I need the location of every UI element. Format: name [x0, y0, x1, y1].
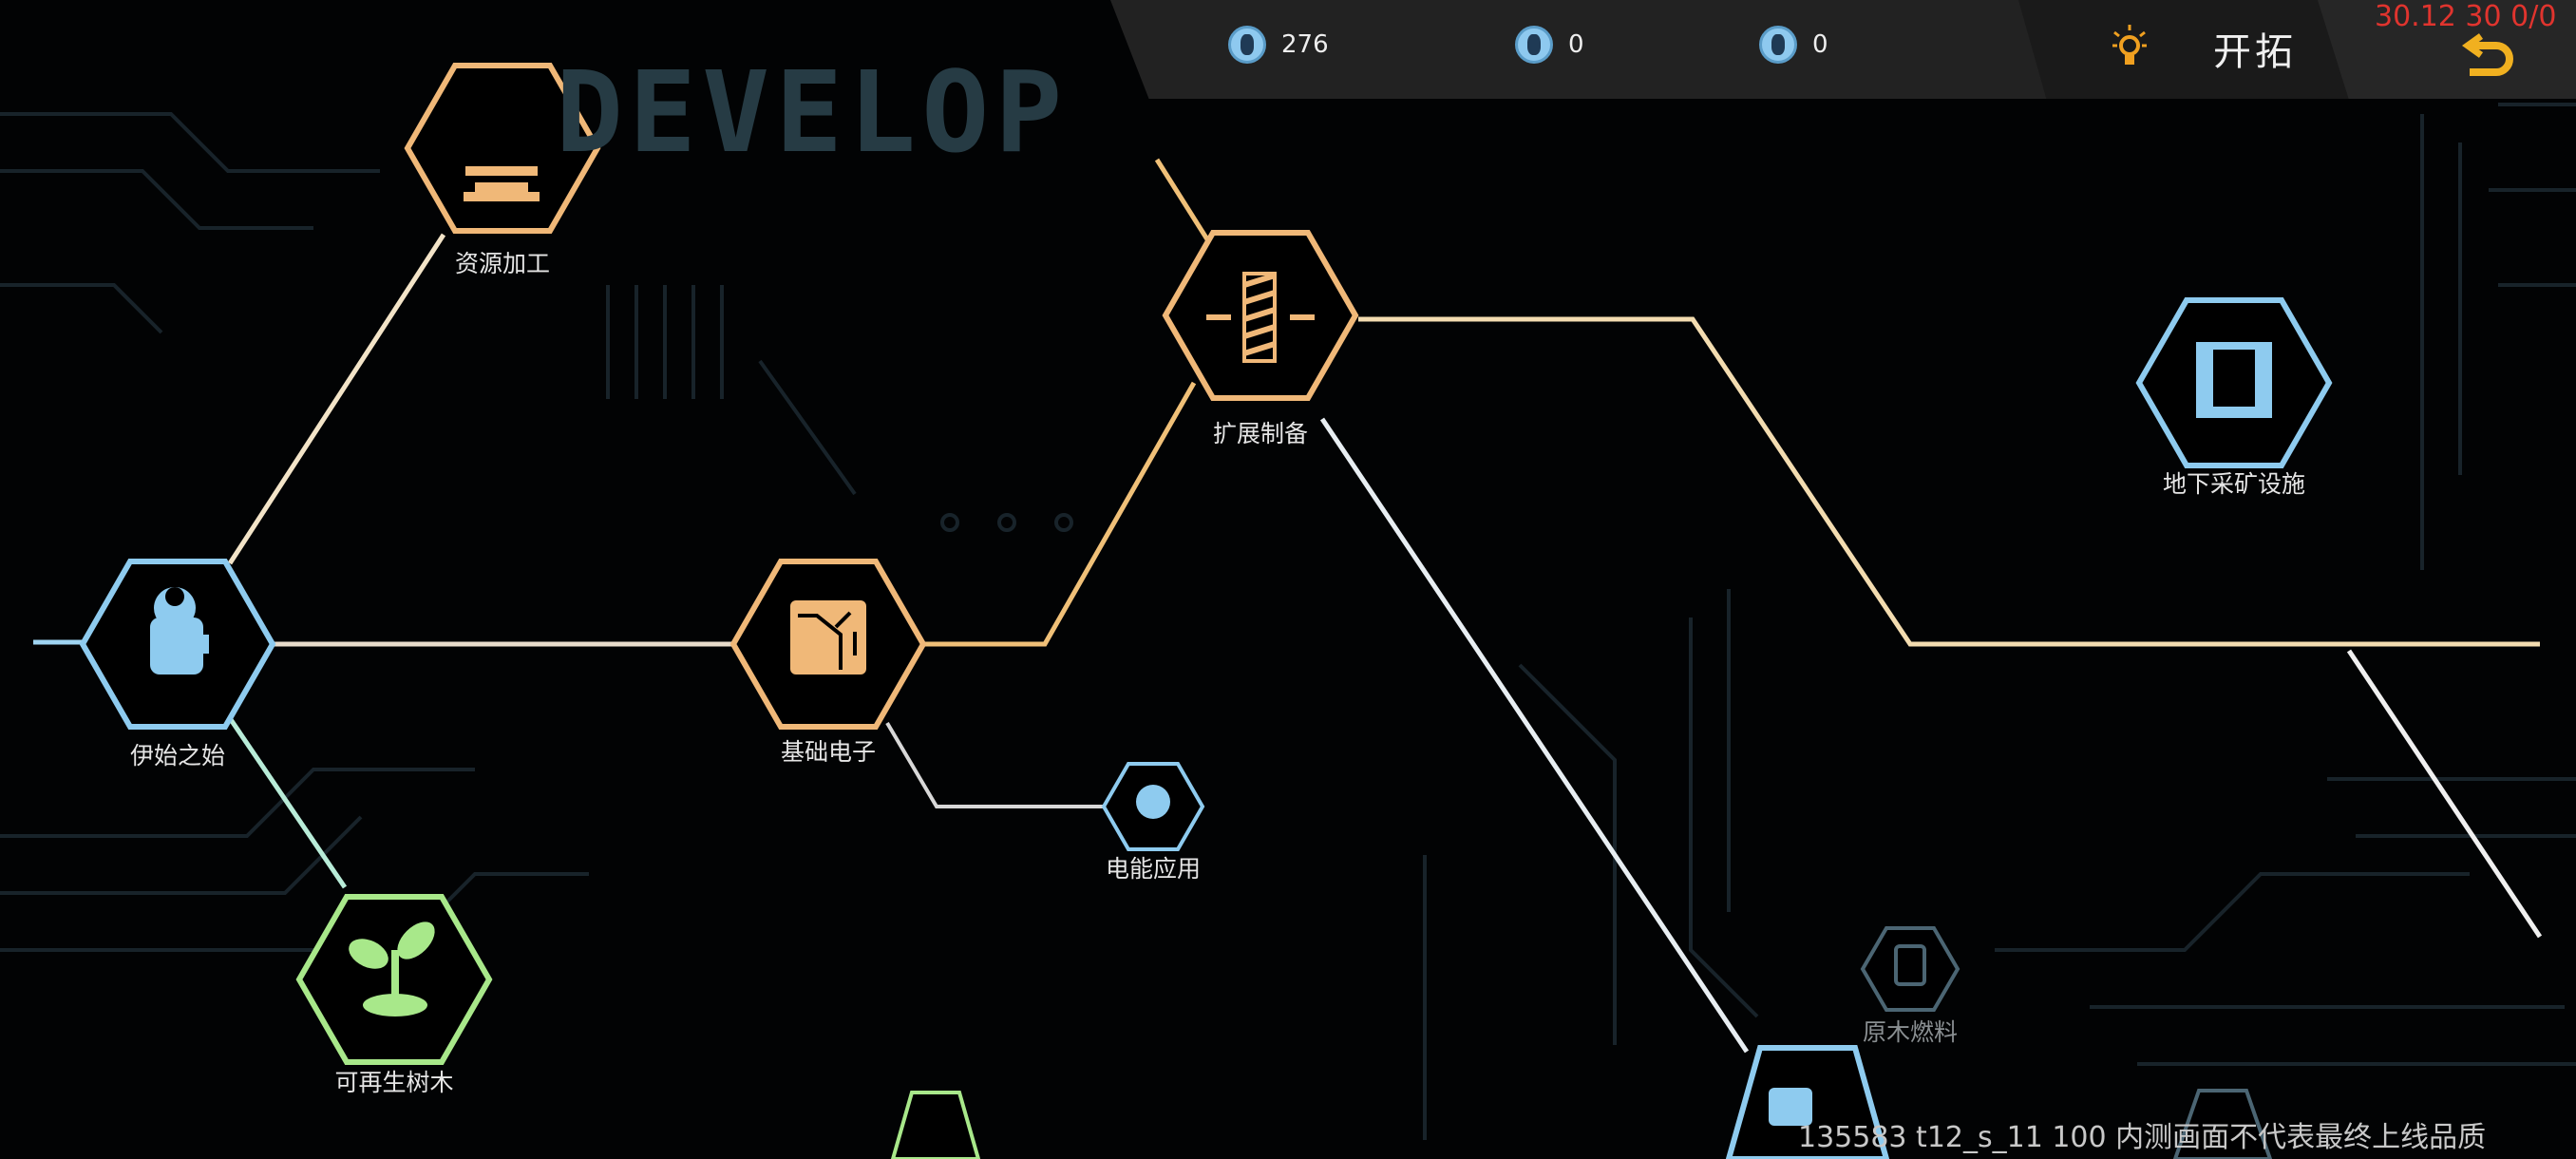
node-resource-processing[interactable] — [404, 63, 601, 234]
resource-bar — [1110, 0, 2074, 99]
spring-compress-icon — [1206, 272, 1315, 363]
node-renewable-trees[interactable] — [295, 894, 493, 1065]
develop-banner: DEVELOP — [556, 63, 1069, 162]
node-expansion-prep[interactable] — [1162, 230, 1359, 401]
node-origin[interactable] — [79, 559, 276, 730]
node-label-origin: 伊始之始 — [129, 742, 226, 770]
resource-value: 0 — [1568, 30, 1584, 59]
node-label-basic-electronics: 基础电子 — [780, 738, 877, 766]
node-label-expansion-prep: 扩展制备 — [1212, 420, 1309, 447]
sprout-icon — [349, 922, 435, 1016]
node-underground-mining[interactable] — [2135, 297, 2333, 468]
resource-value: 276 — [1281, 30, 1329, 59]
node-power-application[interactable] — [1101, 762, 1205, 851]
back-panel — [2318, 0, 2576, 99]
debug-readout: 30.12 30 0/0 — [2375, 0, 2557, 33]
node-label-resource-processing: 资源加工 — [454, 250, 551, 277]
node-label-renewable-trees: 可再生树木 — [334, 1069, 454, 1096]
lightbulb-icon — [1136, 785, 1170, 819]
coin-ii-icon — [1515, 26, 1553, 64]
head-gear-icon — [150, 587, 209, 674]
back-button[interactable] — [2460, 28, 2517, 81]
coin-iii-icon — [1759, 26, 1797, 64]
connection-lines — [33, 158, 2543, 1054]
resource-value: 0 — [1812, 30, 1828, 59]
page-title: 开拓 — [2213, 30, 2297, 74]
lightbulb-icon — [2112, 25, 2147, 65]
mine-shaft-icon — [2196, 342, 2272, 418]
node-partial-bottom-green[interactable] — [890, 1091, 981, 1159]
press-icon — [464, 166, 540, 201]
coin-icon — [1228, 26, 1266, 64]
node-basic-electronics[interactable] — [729, 559, 927, 730]
build-watermark: 135583 t12_s_11 100 内测画面不代表最终上线品质 — [1798, 1121, 2487, 1154]
resource-item: 276 — [1228, 26, 1329, 64]
node-label-log-fuel: 原木燃料 — [1862, 1018, 1959, 1046]
node-label-power-application: 电能应用 — [1105, 855, 1202, 883]
node-label-underground-mining: 地下采矿设施 — [2162, 470, 2306, 498]
circuit-chip-icon — [790, 600, 866, 674]
resource-item: 0 — [1515, 26, 1584, 64]
fuel-can-icon — [1894, 944, 1926, 986]
node-partial-bottom-right[interactable] — [2172, 1089, 2273, 1159]
resource-item: 0 — [1759, 26, 1828, 64]
node-partial-bottom[interactable] — [1725, 1045, 1890, 1159]
node-log-fuel[interactable] — [1860, 926, 1960, 1012]
machine-icon — [1769, 1088, 1812, 1126]
